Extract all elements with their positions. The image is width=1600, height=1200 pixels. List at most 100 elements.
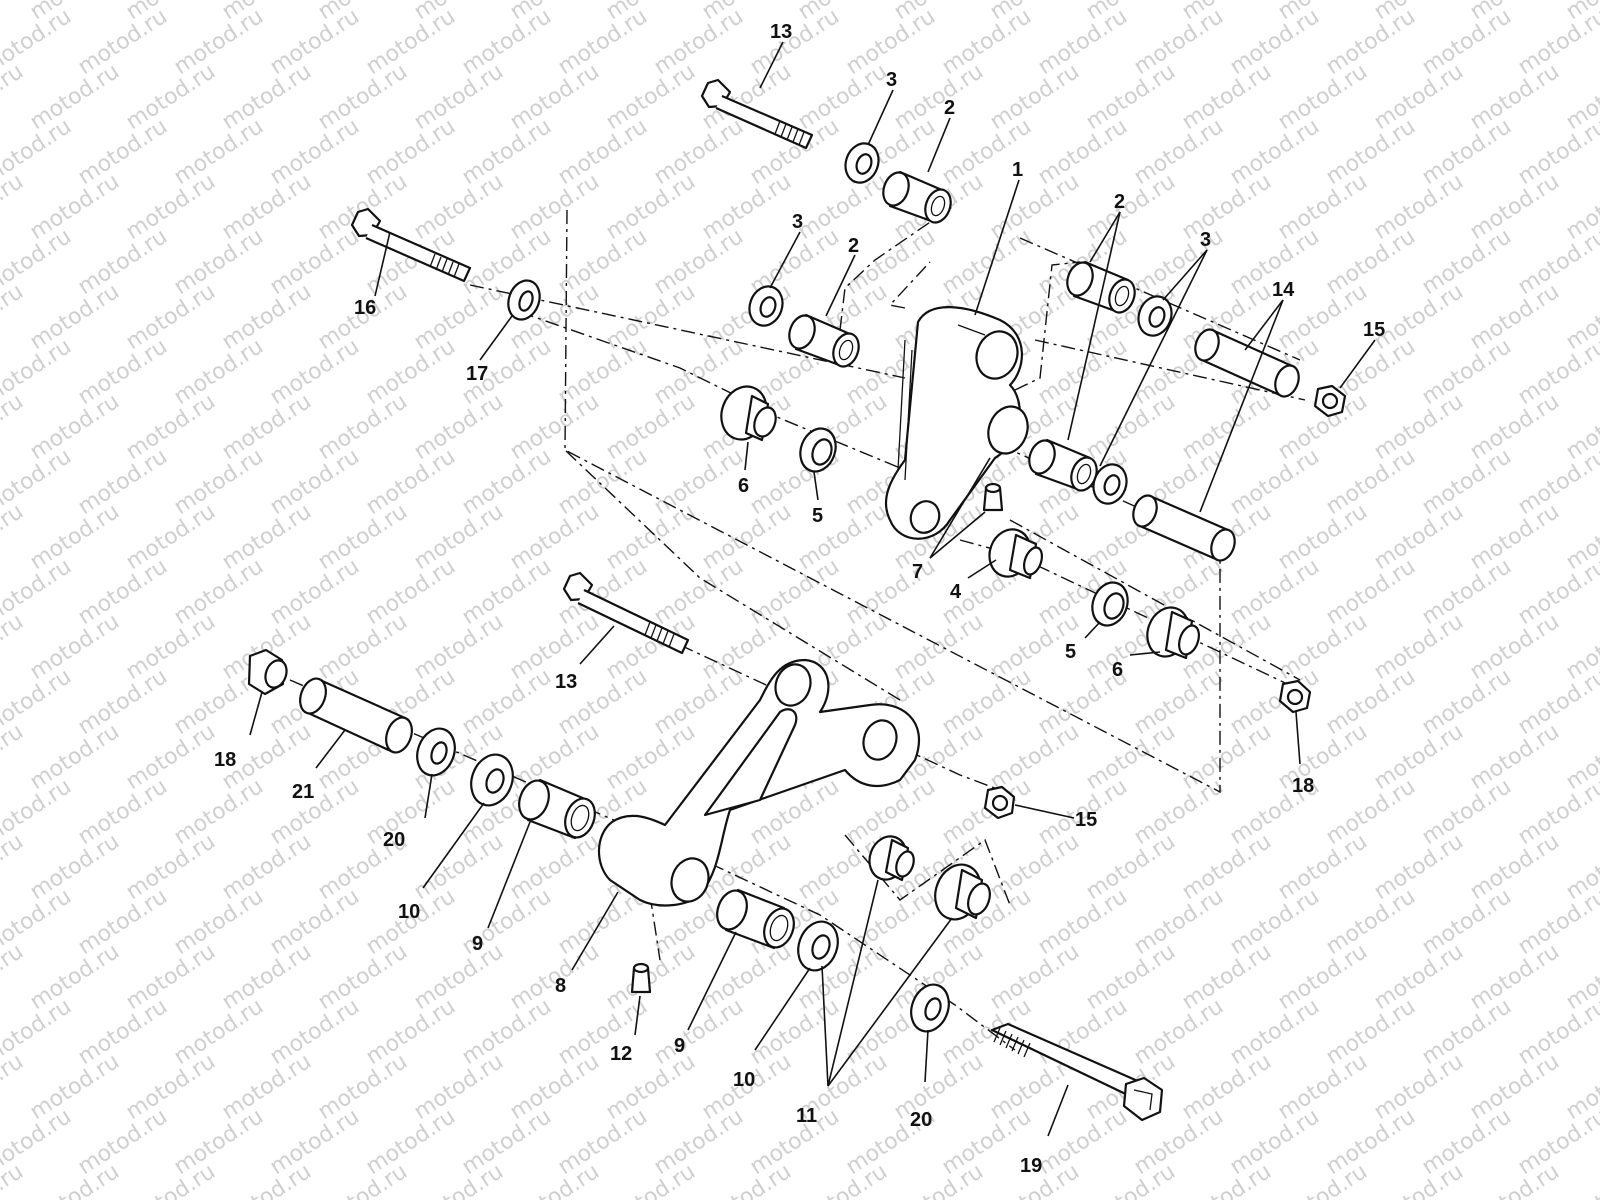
watermark-text: motod.ru (1562, 1159, 1600, 1200)
watermark-text: motod.ru (170, 554, 268, 630)
watermark-text: motod.ru (1466, 939, 1564, 1015)
watermark-text: motod.ru (458, 114, 556, 190)
watermark-text: motod.ru (1226, 114, 1324, 190)
watermark-text: motod.ru (74, 664, 172, 740)
watermark-text: motod.ru (266, 1104, 364, 1180)
watermark-text: motod.ru (0, 169, 28, 245)
watermark-text: motod.ru (602, 1159, 700, 1200)
callout-8: 8 (555, 975, 566, 997)
watermark-text: motod.ru (890, 1159, 988, 1200)
watermark-text: motod.ru (26, 1049, 124, 1125)
callout-3-top: 3 (886, 69, 897, 91)
watermark-text: motod.ru (122, 939, 220, 1015)
washer-3-top (844, 142, 880, 184)
watermark-text: motod.ru (0, 59, 28, 135)
watermark-text: motod.ru (986, 939, 1084, 1015)
watermark-text: motod.ru (122, 1049, 220, 1125)
watermark-text: motod.ru (506, 719, 604, 795)
watermark-text: motod.ru (362, 114, 460, 190)
watermark-text: motod.ru (458, 4, 556, 80)
watermark-text: motod.ru (1466, 1159, 1564, 1200)
washer-20-left (416, 727, 456, 777)
watermark-text: motod.ru (266, 334, 364, 410)
watermark-text: motod.ru (0, 1159, 28, 1200)
watermark-text: motod.ru (1322, 444, 1420, 520)
watermark-text: motod.ru (890, 609, 988, 685)
watermark-text: motod.ru (1034, 114, 1132, 190)
watermark-text: motod.ru (1034, 1104, 1132, 1180)
callout-2-mid: 2 (848, 235, 859, 257)
watermark-text: motod.ru (554, 4, 652, 80)
callout-12: 12 (610, 1043, 632, 1065)
watermark-text: motod.ru (170, 884, 268, 960)
watermark-text: motod.ru (74, 4, 172, 80)
callout-2-top: 2 (944, 97, 955, 119)
watermark-text: motod.ru (170, 224, 268, 300)
callout-15-upper: 15 (1363, 319, 1385, 341)
watermark-text: motod.ru (986, 719, 1084, 795)
watermark-text: motod.ru (554, 224, 652, 300)
watermark-text: motod.ru (554, 1104, 652, 1180)
bolt-13-top (700, 78, 814, 150)
watermark-text: motod.ru (650, 114, 748, 190)
watermark-text: motod.ru (26, 59, 124, 135)
callout-16: 16 (354, 297, 376, 319)
watermark-text: motod.ru (314, 609, 412, 685)
callout-20-right: 20 (910, 1109, 932, 1131)
watermark-text: motod.ru (650, 4, 748, 80)
watermark-text: motod.ru (794, 169, 892, 245)
watermark-text: motod.ru (1514, 774, 1600, 850)
bearing-2-right-lower (1028, 438, 1098, 492)
watermark-text: motod.ru (1274, 1159, 1372, 1200)
callout-5-right: 5 (1065, 641, 1076, 663)
watermark-text: motod.ru (0, 939, 28, 1015)
watermark-text: motod.ru (314, 939, 412, 1015)
washer-17 (507, 279, 541, 321)
watermark-text: motod.ru (410, 1159, 508, 1200)
watermark-text: motod.ru (602, 719, 700, 795)
callout-labels: 13 3 2 1 2 3 14 15 3 2 16 17 6 5 7 4 5 6… (214, 21, 1385, 1177)
nut-15-lower (983, 785, 1016, 820)
watermark-text: motod.ru (1514, 4, 1600, 80)
watermark-text: motod.ru (1370, 829, 1468, 905)
watermark-text: motod.ru (266, 884, 364, 960)
watermark-text: motod.ru (1130, 884, 1228, 960)
collar-6-left (720, 385, 777, 442)
watermark-text: motod.ru (506, 59, 604, 135)
watermark-text: motod.ru (698, 1159, 796, 1200)
nut-18-left (247, 648, 288, 696)
bearing-2-right-upper (1066, 260, 1136, 314)
watermark-text: motod.ru (170, 1104, 268, 1180)
watermark-text: motod.ru (1274, 719, 1372, 795)
watermark-text: motod.ru (458, 664, 556, 740)
watermark-text: motod.ru (1322, 4, 1420, 80)
watermark-text: motod.ru (1082, 59, 1180, 135)
watermark-text: motod.ru (1370, 609, 1468, 685)
watermark-text: motod.ru (1370, 719, 1468, 795)
watermark-text: motod.ru (0, 829, 28, 905)
watermark-text: motod.ru (362, 774, 460, 850)
watermark-text: motod.ru (1514, 994, 1600, 1070)
watermark-text: motod.ru (650, 224, 748, 300)
bolt-16 (350, 207, 472, 283)
watermark-text: motod.ru (218, 1049, 316, 1125)
watermark-text: motod.ru (1322, 774, 1420, 850)
grease-nipple-7 (982, 482, 1004, 512)
watermark-text: motod.ru (410, 1049, 508, 1125)
watermark-text: motod.ru (1226, 444, 1324, 520)
watermark-text: motod.ru (0, 1049, 28, 1125)
watermark-text: motod.ru (1130, 224, 1228, 300)
callout-13-top: 13 (770, 21, 792, 43)
watermark-text: motod.ru (986, 829, 1084, 905)
callout-13-lower: 13 (555, 671, 577, 693)
watermark-text: motod.ru (1370, 389, 1468, 465)
watermark-text: motod.ru (890, 1049, 988, 1125)
watermark-text: motod.ru (74, 444, 172, 520)
watermark-text: motod.ru (0, 719, 28, 795)
watermark-text: motod.ru (1418, 554, 1516, 630)
watermark-text: motod.ru (26, 169, 124, 245)
watermark-text: motod.ru (74, 994, 172, 1070)
bearing-9-right (716, 888, 795, 950)
watermark-text: motod.ru (266, 554, 364, 630)
watermark-text: motod.ru (314, 389, 412, 465)
